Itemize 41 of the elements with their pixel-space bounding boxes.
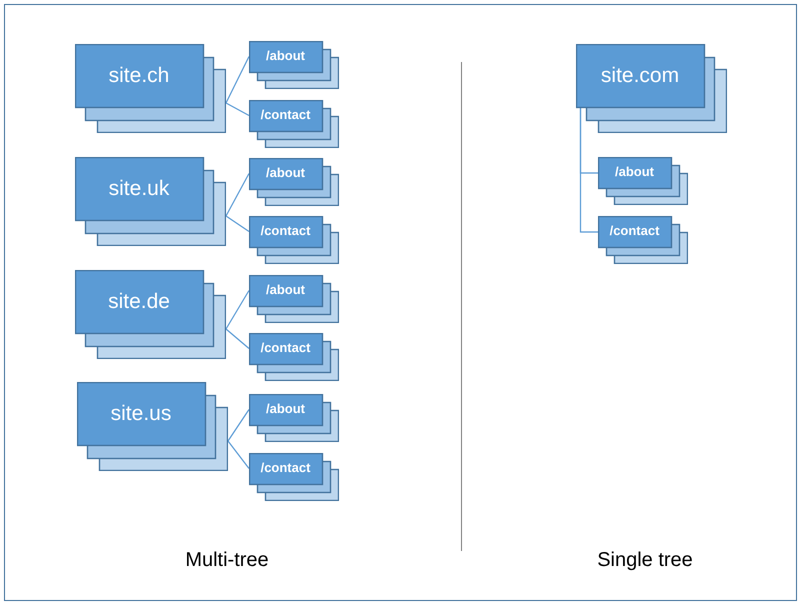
- page-stack: [249, 275, 339, 323]
- page-title: /contact: [610, 223, 660, 238]
- connector-line: [228, 409, 250, 442]
- page-stack: [249, 394, 339, 442]
- page-stack: [576, 44, 727, 133]
- page-title: /contact: [260, 460, 310, 475]
- page-title: /about: [266, 282, 305, 297]
- page-stack: [598, 216, 688, 264]
- page-title: /about: [615, 164, 654, 179]
- tree-caption: Single tree: [597, 549, 693, 572]
- connector-line: [226, 328, 250, 349]
- page-title: site.com: [600, 64, 680, 88]
- page-stack: [75, 44, 226, 133]
- tree-caption: Multi-tree: [185, 549, 269, 572]
- connector-line: [225, 173, 250, 216]
- page-stack: [75, 157, 226, 246]
- page-stack: [75, 270, 226, 359]
- connector-line: [226, 216, 250, 232]
- page-title: site.uk: [108, 176, 170, 200]
- connector-line: [225, 290, 250, 330]
- page-title: site.us: [110, 402, 172, 426]
- page-stack: [249, 158, 339, 206]
- page-title: site.de: [108, 290, 170, 314]
- page-title: /about: [266, 401, 305, 416]
- page-title: /contact: [260, 340, 310, 355]
- connector-line: [226, 102, 250, 116]
- page-stack: [249, 216, 339, 264]
- page-title: /contact: [260, 107, 310, 122]
- connector-line: [225, 56, 250, 104]
- page-stack: [77, 382, 228, 471]
- page-title: /about: [266, 165, 305, 180]
- page-title: site.ch: [108, 64, 170, 88]
- page-stack: [249, 41, 339, 89]
- page-stack: [249, 100, 339, 148]
- page-title: /contact: [260, 223, 310, 238]
- connector-line: [580, 107, 598, 233]
- connector-line: [228, 440, 250, 469]
- page-stack: [598, 157, 688, 205]
- page-stack: [249, 453, 339, 501]
- page-stack: [249, 333, 339, 381]
- page-title: /about: [266, 48, 305, 63]
